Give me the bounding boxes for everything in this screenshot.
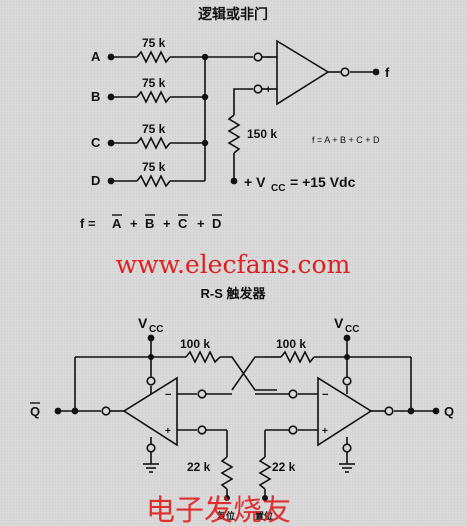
nor-title: 逻辑或非门 [198, 6, 268, 22]
q-label: Q [444, 404, 454, 419]
vcc-prefix: + V [244, 174, 266, 190]
opamp-minus-label: − [265, 50, 272, 64]
right-vcc-label: V [334, 315, 344, 331]
left-opamp-minus: − [165, 389, 171, 401]
to-noninverting-wire [233, 88, 253, 115]
vcc-value: = +15 Vdc [290, 174, 356, 190]
expr-plus-1: + [130, 216, 138, 231]
resistor-a-label: 75 k [142, 36, 166, 50]
reset-label: 复位 [216, 510, 235, 521]
nor-expression: f = A + B + C + D [80, 214, 222, 231]
input-b-label: B [91, 89, 100, 104]
rs-junction-dots [54, 334, 440, 501]
expr-plus-3: + [197, 216, 205, 231]
expr-f: f = [80, 216, 96, 231]
left-vcc-sub: CC [149, 324, 163, 335]
right-opamp-plus: + [322, 426, 328, 437]
footer-logo: 电子发烧友 [146, 493, 291, 526]
rs-title: R-S 触发器 [200, 286, 266, 301]
right-opamp [317, 376, 373, 447]
input-c-branch [111, 136, 205, 150]
input-d-label: D [91, 173, 100, 188]
expr-term-a: A [112, 216, 122, 231]
right-input-resistor-label: 22 k [272, 460, 296, 474]
resistor-d-label: 75 k [142, 160, 166, 174]
input-a-label: A [91, 49, 101, 64]
nor-gate-circuit [111, 39, 375, 188]
expr-plus-2: + [163, 216, 171, 231]
side-expression: f = A + B + C + D [312, 135, 380, 145]
right-opamp-minus: − [322, 389, 328, 401]
pullup-resistor [227, 114, 241, 154]
input-a-branch [111, 50, 205, 64]
vcc-sub: CC [271, 183, 285, 194]
left-feedback-resistor-label: 100 k [180, 337, 210, 351]
q-bar-label: Q [30, 404, 40, 419]
nor-junction-dots [107, 53, 380, 185]
watermark-url: www.elecfans.com [116, 250, 351, 279]
right-vcc-sub: CC [345, 324, 359, 335]
input-b-branch [111, 90, 205, 104]
rs-flipflop-circuit [74, 338, 436, 498]
left-opamp-plus: + [165, 426, 171, 437]
left-input-resistor-label: 22 k [187, 460, 211, 474]
left-vcc-label: V [138, 315, 148, 331]
pullup-label: 150 k [247, 127, 277, 141]
input-d-branch [111, 174, 205, 188]
resistor-c-label: 75 k [142, 122, 166, 136]
left-opamp [122, 376, 178, 447]
input-c-label: C [91, 135, 101, 150]
nor-opamp [276, 39, 330, 106]
output-f-label: f [385, 65, 390, 80]
right-feedback-resistor-label: 100 k [276, 337, 306, 351]
set-label: 置位 [255, 510, 273, 521]
expr-term-d: D [212, 216, 221, 231]
resistor-b-label: 75 k [142, 76, 166, 90]
expr-term-b: B [145, 216, 154, 231]
opamp-plus-label: + [265, 84, 271, 96]
expr-term-c: C [178, 216, 188, 231]
